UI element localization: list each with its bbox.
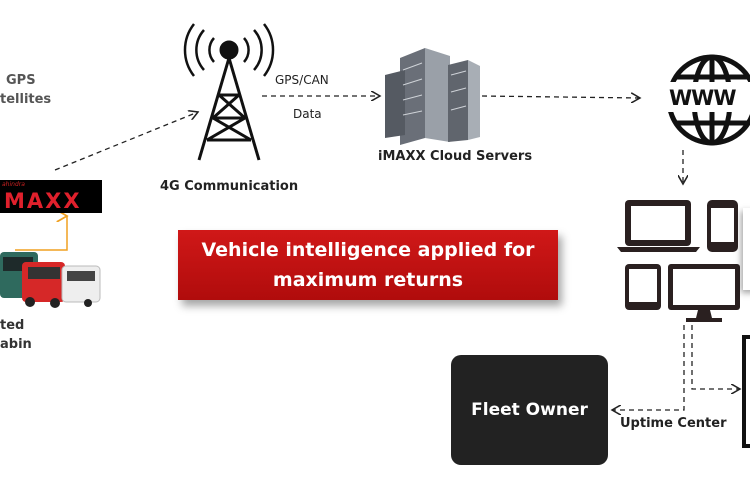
right-card-partial: [743, 208, 750, 290]
cell-tower-icon: [183, 23, 275, 161]
link-label-2: Data: [293, 107, 322, 121]
gps-label-1: GPS: [6, 73, 36, 88]
globe-www-icon: [664, 54, 750, 146]
arrow-devices-to-right-box: [691, 325, 740, 389]
arrow-devices-to-fleet-owner: [612, 325, 685, 410]
arrow-vehicle-to-tower: [54, 112, 198, 171]
logo-brand-small: ahindra: [2, 181, 25, 188]
cloud-servers-icon: [385, 48, 480, 145]
tower-label: 4G Communication: [160, 179, 299, 194]
arrow-servers-to-web: [481, 96, 640, 98]
logo-brand: MAXX: [4, 189, 82, 213]
banner-line-2: maximum returns: [272, 269, 464, 291]
trucks-icon: [0, 252, 101, 308]
servers-label: iMAXX Cloud Servers: [378, 149, 533, 164]
devices-icon: [617, 200, 740, 322]
link-label-1: GPS/CAN: [275, 73, 329, 87]
uptime-center-label: Uptime Center: [620, 416, 727, 431]
vehicle-label-2: abin: [0, 337, 32, 352]
gps-label-2: tellites: [0, 92, 52, 107]
arrow-vehicle-to-logo: [15, 216, 67, 251]
fleet-owner-box: Fleet Owner: [451, 355, 608, 465]
tagline-banner: Vehicle intelligence applied for maximum…: [178, 230, 558, 300]
imaxx-logo: ahindra MAXX: [0, 180, 102, 213]
vehicle-label-1: ted: [0, 318, 25, 333]
fleet-owner-label: Fleet Owner: [471, 400, 588, 420]
banner-line-1: Vehicle intelligence applied for: [201, 239, 535, 261]
globe-www-text: WWW: [669, 86, 736, 110]
right-box-partial: [742, 335, 750, 448]
